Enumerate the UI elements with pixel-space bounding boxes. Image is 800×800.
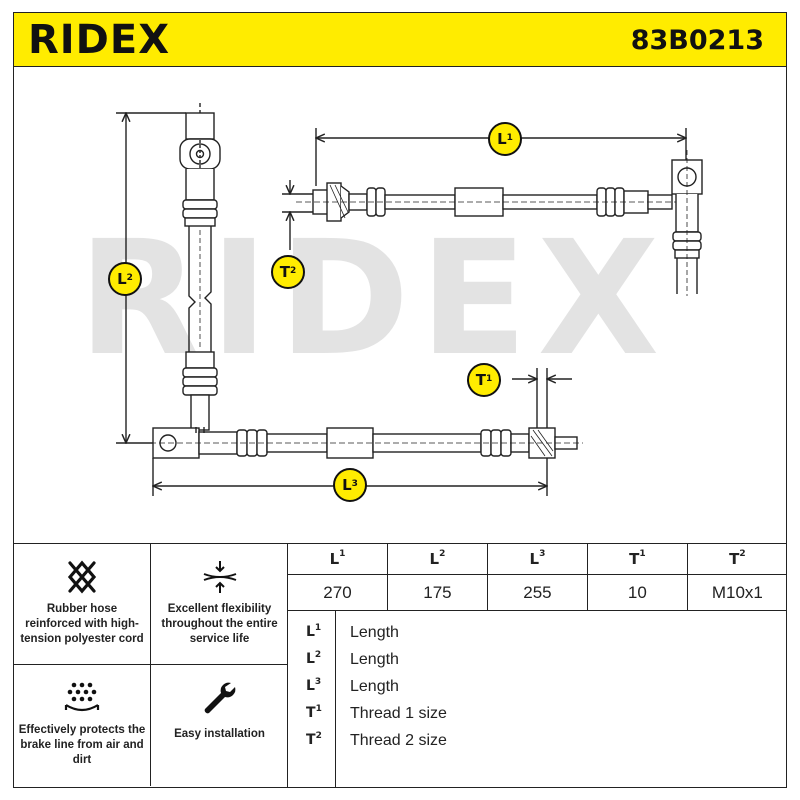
brand-logo: RIDEX [28,17,171,63]
spec-value-l2: 175 [386,574,488,610]
legend-item: L1 Length [288,620,787,647]
shield-dots-icon [14,675,150,721]
spec-table-value-row: 270 175 255 10 M10x1 [288,574,787,610]
feature-text: Excellent flexibility throughout the ent… [161,603,278,645]
hose-right-assembly [296,150,703,296]
spec-table: L1 L2 L3 T1 T2 270 175 255 10 M10x1 [288,544,787,610]
legend-key: L2 [306,650,322,667]
legend-item: T2 Thread 2 size [288,728,787,755]
spec-header-t2: T2 [686,544,787,576]
spec-header-t1: T1 [586,544,688,576]
watermark-text: RIDEX [78,207,670,391]
feature-text: Easy installation [174,728,265,740]
feature-installation: Easy installation [151,665,288,786]
hose-schematic [116,103,703,496]
part-number: 83B0213 [630,25,764,56]
info-section: Rubber hose reinforced with high-tension… [13,543,787,788]
spec-value-t1: 10 [586,574,688,610]
feature-hose-reinforced: Rubber hose reinforced with high-tension… [14,544,151,665]
legend-item: L2 Length [288,647,787,674]
feature-flexibility: Excellent flexibility throughout the ent… [151,544,288,665]
feature-divider-v [287,544,288,787]
flex-arrows-icon [151,554,288,600]
drawing-frame [13,67,787,544]
hose-left-assembly [150,103,583,459]
legend-desc: Length [350,651,399,668]
spec-value-l3: 255 [486,574,588,610]
feature-protection: Effectively protects the brake line from… [14,665,151,786]
header-bar: RIDEX 83B0213 [13,12,787,67]
legend-key: L1 [306,623,322,640]
feature-text: Rubber hose reinforced with high-tension… [20,603,144,645]
legend: L1 Length L2 Length L3 Length T1 Thread … [288,610,787,787]
spec-value-l1: 270 [323,582,352,602]
wrench-icon [151,675,288,721]
spec-value-t2: M10x1 [686,574,787,610]
spec-table-header-row: L1 L2 L3 T1 T2 [288,544,787,576]
legend-divider [335,611,336,787]
legend-key: T2 [306,731,322,748]
legend-item: T1 Thread 1 size [288,701,787,728]
mesh-icon [14,554,150,600]
spec-header-l1: L1 [288,544,388,576]
legend-key: T1 [306,704,322,721]
feature-text: Effectively protects the brake line from… [18,724,146,766]
legend-desc: Thread 2 size [350,732,447,749]
legend-desc: Length [350,678,399,695]
spec-header-l2: L2 [386,544,488,576]
legend-key: L3 [306,677,322,694]
legend-desc: Thread 1 size [350,705,447,722]
spec-header-l3: L3 [486,544,588,576]
legend-desc: Length [350,624,399,641]
legend-item: L3 Length [288,674,787,701]
